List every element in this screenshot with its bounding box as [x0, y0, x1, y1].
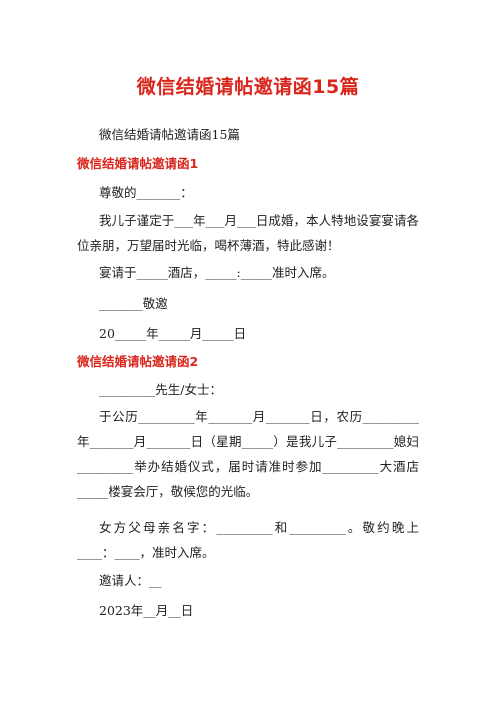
section-heading-2: 微信结婚请帖邀请函2	[77, 354, 199, 369]
body-paragraph: 宴请于_____酒店，_____:_____准时入席。	[99, 265, 335, 280]
body-paragraph: 我儿子谨定于___年___月___日成婚，本人特地设宴宴请各位亲朋，万望届时光临…	[77, 213, 419, 253]
body-paragraph: 于公历_________年_______月_______日，农历________…	[77, 409, 419, 499]
section-heading-1: 微信结婚请帖邀请函1	[77, 156, 199, 171]
salutation: _________先生/女士：	[99, 382, 222, 397]
date-line: 20_____年_____月_____日	[99, 326, 247, 341]
inviter-line: 邀请人：__	[99, 573, 162, 588]
document-subtitle: 微信结婚请帖邀请函15篇	[99, 127, 240, 142]
body-paragraph: 女方父母亲名字：_________和_________。敬约晚上____：___…	[77, 520, 419, 560]
date-line: 2023年__月__日	[99, 603, 194, 618]
signature-line: _______敬邀	[99, 296, 168, 311]
document-title: 微信结婚请帖邀请函15篇	[136, 76, 360, 98]
salutation: 尊敬的_______：	[99, 185, 193, 200]
